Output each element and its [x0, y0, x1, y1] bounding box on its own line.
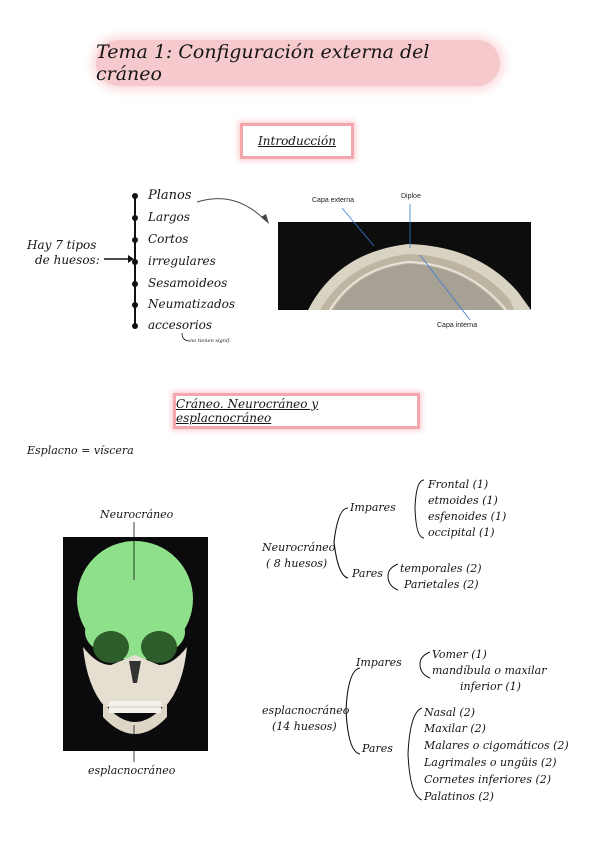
timeline-dot — [132, 323, 138, 329]
skull-frontal-image — [63, 537, 208, 751]
timeline-dot — [132, 259, 138, 265]
arrow-right-icon — [104, 255, 134, 263]
curved-arrow-icon — [196, 198, 269, 224]
timeline-dot — [132, 281, 138, 287]
list-item: Largos — [148, 210, 190, 224]
esplacno-pares-label: Pares — [362, 742, 393, 755]
list-item: Neumatizados — [148, 297, 236, 311]
list-item: esfenoides (1) — [428, 510, 507, 523]
neuro-pares-label: Pares — [352, 567, 383, 580]
list-item: Planos — [148, 188, 192, 203]
list-item: Maxilar (2) — [424, 722, 486, 735]
list-item: inferior (1) — [460, 680, 521, 693]
label-capa-externa: Capa externa — [312, 197, 355, 204]
neuro-impares-label: Impares — [350, 501, 396, 514]
list-item: irregulares — [148, 254, 216, 268]
leader-lines — [341, 204, 471, 321]
list-item: Malares o cigomáticos (2) — [424, 739, 569, 752]
timeline-dot — [132, 237, 138, 243]
timeline-dot — [132, 193, 138, 199]
list-item: Cortos — [148, 232, 189, 246]
list-item: etmoides (1) — [428, 494, 498, 507]
esplacno-brace — [345, 667, 361, 755]
bone-types-intro-line2: de huesos: — [35, 253, 100, 267]
list-item: mandíbula o maxilar — [432, 664, 547, 677]
neuro-label: Neurocráneo — [262, 541, 336, 554]
section-heading-craneo: Cráneo. Neurocráneo y esplacnocráneo — [173, 393, 420, 429]
section-heading-intro: Introducción — [240, 123, 354, 159]
list-item: Vomer (1) — [432, 648, 487, 661]
list-item: Palatinos (2) — [424, 790, 494, 803]
list-item: occipital (1) — [428, 526, 495, 539]
section-heading-intro-text: Introducción — [258, 134, 336, 148]
curve-hook-icon — [181, 333, 191, 342]
page-title-text: Tema 1: Configuración externa del cráneo — [96, 41, 430, 85]
section-heading-craneo-text: Cráneo. Neurocráneo y esplacnocráneo — [176, 397, 319, 425]
skull-section-image — [278, 222, 531, 310]
neuro-count: ( 8 huesos) — [266, 557, 328, 570]
skull-label-neurocraneo: Neurocráneo — [100, 508, 174, 521]
esplacno-label: esplacnocráneo — [262, 704, 350, 717]
neuro-impares-brace — [414, 479, 425, 539]
list-item: Parietales (2) — [404, 578, 479, 591]
neuro-brace — [333, 507, 349, 579]
list-item: Sesamoideos — [148, 276, 228, 290]
label-capa-interna: Capa interna — [437, 322, 478, 329]
neuro-pares-brace — [387, 563, 399, 591]
timeline-dot — [132, 215, 138, 221]
timeline-dot — [132, 302, 138, 308]
label-diploe: Diploe — [401, 193, 421, 200]
skull-label-esplacnocraneo: esplacnocráneo — [88, 764, 176, 777]
bone-types-intro: Hay 7 tipos de huesos: — [27, 238, 100, 268]
esplacno-impares-label: Impares — [356, 656, 402, 669]
esplacno-pares-brace — [407, 707, 423, 801]
bone-types-note: no tienen signif. — [190, 338, 231, 344]
list-item: Nasal (2) — [424, 706, 475, 719]
list-item: Frontal (1) — [428, 478, 489, 491]
esplacno-count: (14 huesos) — [272, 720, 337, 733]
page-title: Tema 1: Configuración externa del cráneo — [96, 40, 500, 86]
list-item: accesorios — [148, 318, 213, 332]
definition-text: Esplacno = víscera — [27, 444, 134, 457]
esplacno-impares-brace — [419, 651, 431, 679]
list-item: Cornetes inferiores (2) — [424, 773, 552, 786]
list-item: Lagrimales o ungüis (2) — [424, 756, 557, 769]
list-item: temporales (2) — [400, 562, 482, 575]
bone-types-intro-line1: Hay 7 tipos — [27, 238, 97, 252]
pointer-lines — [133, 522, 135, 762]
